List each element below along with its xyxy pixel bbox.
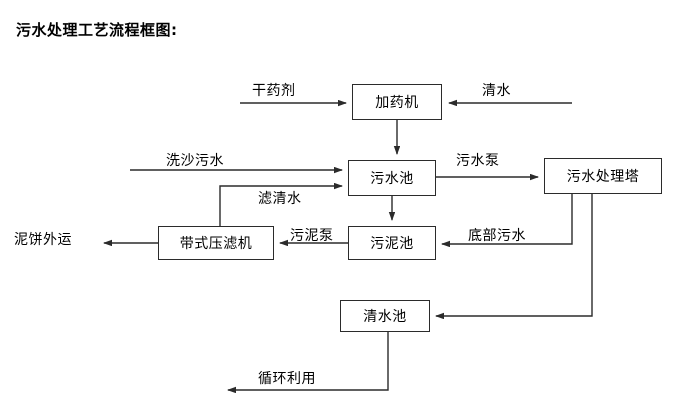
node-belt-filter-press[interactable]: 带式压滤机 — [158, 226, 274, 260]
node-sludge-pool-label: 污泥池 — [370, 236, 414, 252]
edge-label-filtrate: 滤清水 — [258, 191, 302, 207]
node-clear-water-pool-label: 清水池 — [363, 309, 407, 325]
node-treatment-tower-label: 污水处理塔 — [566, 169, 640, 185]
terminal-clean-water-inlet: 清水 — [482, 83, 511, 99]
node-sludge-pool[interactable]: 污泥池 — [348, 226, 436, 260]
node-wastewater-pool[interactable]: 污水池 — [348, 160, 436, 196]
node-treatment-tower[interactable]: 污水处理塔 — [544, 158, 662, 194]
node-dosing-machine-label: 加药机 — [375, 95, 419, 111]
node-clear-water-pool[interactable]: 清水池 — [340, 300, 430, 332]
node-wastewater-pool-label: 污水池 — [370, 171, 414, 187]
terminal-sand-wash-wastewater: 洗沙污水 — [166, 153, 224, 169]
page-title: 污水处理工艺流程框图: — [16, 21, 178, 39]
terminal-dry-chemical: 干药剂 — [252, 83, 296, 99]
node-belt-filter-press-label: 带式压滤机 — [179, 236, 253, 252]
edge-label-bottom-sewage: 底部污水 — [468, 228, 526, 244]
node-dosing-machine[interactable]: 加药机 — [352, 84, 442, 120]
edge-tower-to-clear-water-pool — [435, 194, 593, 320]
edge-label-sludge-pump: 污泥泵 — [290, 228, 334, 244]
edge-label-wastewater-pump: 污水泵 — [456, 153, 500, 169]
terminal-mud-cake-outbound: 泥饼外运 — [14, 232, 72, 248]
edge-label-recycle-use: 循环利用 — [258, 371, 316, 387]
